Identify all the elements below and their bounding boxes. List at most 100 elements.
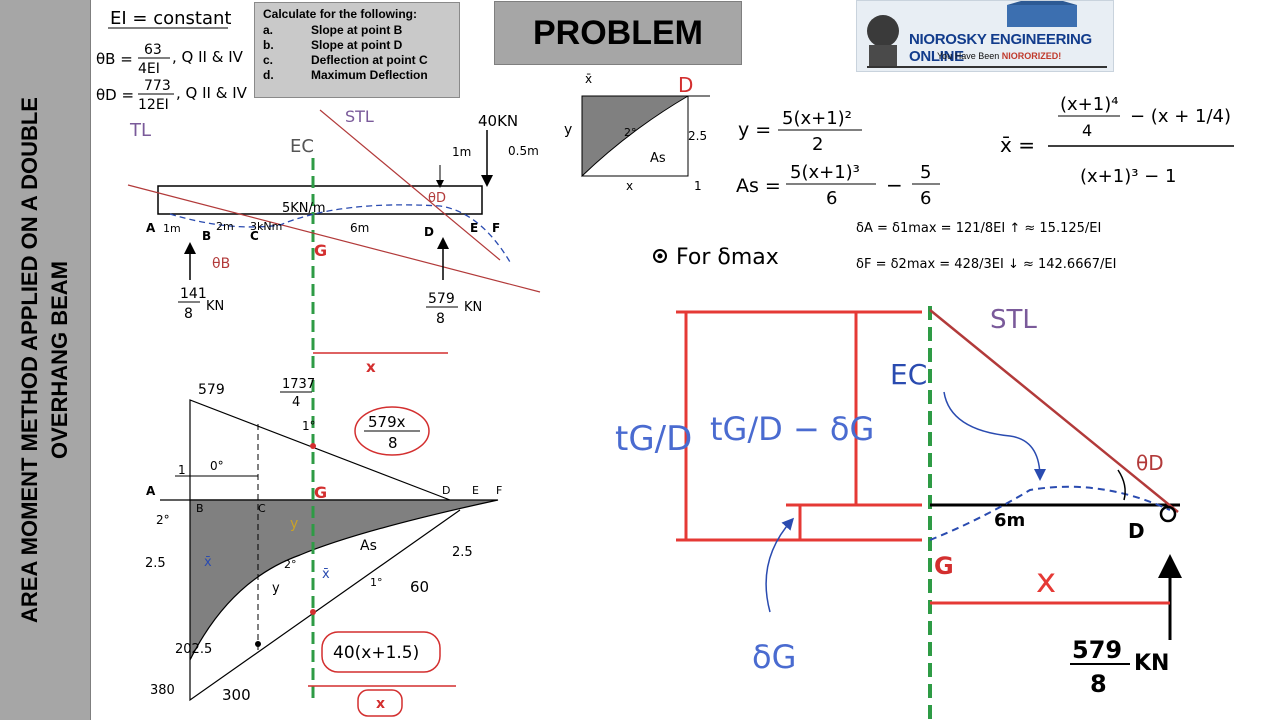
svg-text:, Q II & IV: , Q II & IV [172, 48, 244, 66]
sp-deg: 2° [624, 126, 637, 139]
point-b: B [202, 229, 211, 243]
g-point-bottom [310, 609, 316, 615]
x-label-m: x [376, 696, 385, 712]
sp-d: D [678, 73, 693, 97]
span-1m: 1m [163, 222, 181, 235]
moment-label: 3kNm [250, 220, 282, 233]
tangent-line-a [127, 184, 541, 293]
m-y2: y [272, 581, 280, 596]
svg-text:4EI: 4EI [138, 61, 160, 77]
deg-1: 1° [302, 419, 316, 433]
m-xbar-2: x̄ [322, 567, 330, 582]
m-value-25r: 2.5 [452, 545, 473, 560]
spandrel-frame [582, 96, 689, 177]
svg-text:773: 773 [144, 78, 171, 94]
svg-text:θD =: θD = [96, 86, 134, 104]
point-g: G [314, 241, 327, 260]
svg-text:579: 579 [1072, 636, 1122, 664]
svg-text:141: 141 [180, 286, 207, 302]
tgd-label: tG/D [615, 419, 692, 459]
svg-text:y =: y = [738, 119, 771, 141]
delta-f: δF = δ2max = 428/3EI ↓ ≈ 142.6667/EI [856, 257, 1116, 272]
spandrel-area [581, 95, 690, 178]
beam-diagram: TL STL EC 40KN 1m 0.5m 5KN/m 6m 1m 2m 3k… [127, 107, 541, 376]
value-579: 579 [198, 382, 225, 398]
sp-y: y [564, 122, 572, 138]
task-item: d.Maximum Deflection [263, 68, 428, 82]
point-f: F [492, 221, 500, 235]
sp-25: 2.5 [688, 129, 707, 143]
zoom-stl-label: STL [990, 305, 1037, 335]
m-point-e: E [472, 484, 479, 497]
reaction-a: 141 8 KN [178, 286, 224, 322]
m-value-25: 2.5 [145, 556, 166, 571]
m-value-2025: 202.5 [175, 642, 212, 657]
svg-text:5(x+1)³: 5(x+1)³ [790, 162, 860, 183]
sp-xbar: x̄ [585, 72, 592, 86]
m-xbar: x̄ [204, 555, 212, 570]
tangent-line-d [319, 109, 501, 261]
eq-579x-den: 8 [388, 434, 398, 452]
zoom-span: 6m [994, 510, 1025, 531]
zoom-dg: δG [752, 638, 796, 676]
svg-text:θB =: θB = [96, 50, 133, 68]
svg-text:6: 6 [826, 188, 837, 209]
sp-as: As [650, 151, 666, 166]
bullet-icon [653, 249, 667, 263]
zoom-d: D [1128, 519, 1145, 543]
dist-1m: 1m [452, 145, 471, 159]
svg-text:8: 8 [1090, 670, 1107, 698]
svg-text:4: 4 [1082, 121, 1092, 140]
side-banner: AREA MOMENT METHOD APPLIED ON A DOUBLE O… [0, 0, 91, 720]
m-point-b: B [196, 502, 204, 515]
negative-moment-area [160, 499, 499, 661]
m-value-380: 380 [150, 683, 175, 698]
m-point-c: C [258, 502, 266, 515]
m-as: As [360, 538, 377, 554]
zoom-stl [929, 309, 1179, 513]
elastic-curve [169, 204, 511, 263]
zoom-diagram: tG/D tG/D − δG STL EC θD 6m D G x δG 579… [615, 305, 1182, 720]
m-deg2b: 2° [284, 558, 297, 571]
ec-pointer [943, 391, 1046, 481]
theta-b-label: θB [212, 256, 230, 272]
zoom-ec-label: EC [890, 358, 927, 391]
task-list: Calculate for the following: a.Slope at … [254, 2, 460, 98]
bullet-dot [657, 253, 663, 259]
stl-label: STL [345, 107, 374, 126]
beam [157, 185, 483, 215]
zoom-theta-d: θD [1136, 451, 1164, 475]
formula-y: y = 5(x+1)² 2 [738, 108, 862, 155]
task-item: c.Deflection at point C [263, 53, 428, 67]
dg-pointer [765, 517, 795, 613]
svg-text:8: 8 [184, 306, 193, 322]
task-title: Calculate for the following: [263, 7, 418, 21]
building-icon [1007, 5, 1077, 27]
x-box-m [357, 689, 403, 717]
spandrel-sketch: x̄ D y 2° As 2.5 x 1 [564, 72, 710, 193]
c-point-bottom [255, 641, 261, 647]
avatar-icon [867, 15, 899, 47]
delta-a: δA = δ1max = 121/8EI ↑ ≈ 15.125/EI [856, 221, 1101, 236]
theta-d-label: θD [428, 191, 446, 206]
sp-x: x [626, 179, 633, 193]
svg-text:(x+1)⁴: (x+1)⁴ [1060, 94, 1118, 115]
dist-05m: 0.5m [508, 144, 539, 158]
span-6m: 6m [350, 221, 369, 235]
channel-logo: NIOROSKY ENGINEERING ONLINE You Have Bee… [856, 0, 1114, 72]
svg-text:2: 2 [812, 134, 823, 155]
eq2-box [321, 631, 441, 673]
svg-text:5(x+1)²: 5(x+1)² [782, 108, 852, 129]
m-value-300: 300 [222, 686, 251, 704]
point-e: E [470, 221, 478, 235]
problem-label: PROBLEM [494, 1, 742, 65]
ei-constant: EI = constant [110, 8, 231, 29]
svg-text:(x+1)³ − 1: (x+1)³ − 1 [1080, 166, 1176, 187]
svg-text:12EI: 12EI [138, 97, 169, 113]
theta-d-arc [1117, 469, 1126, 501]
sp-one: 1 [694, 179, 702, 193]
svg-text:5: 5 [920, 162, 931, 183]
one-label: 1 [178, 463, 186, 477]
eq-circle [354, 406, 430, 456]
svg-text:579: 579 [428, 291, 455, 307]
